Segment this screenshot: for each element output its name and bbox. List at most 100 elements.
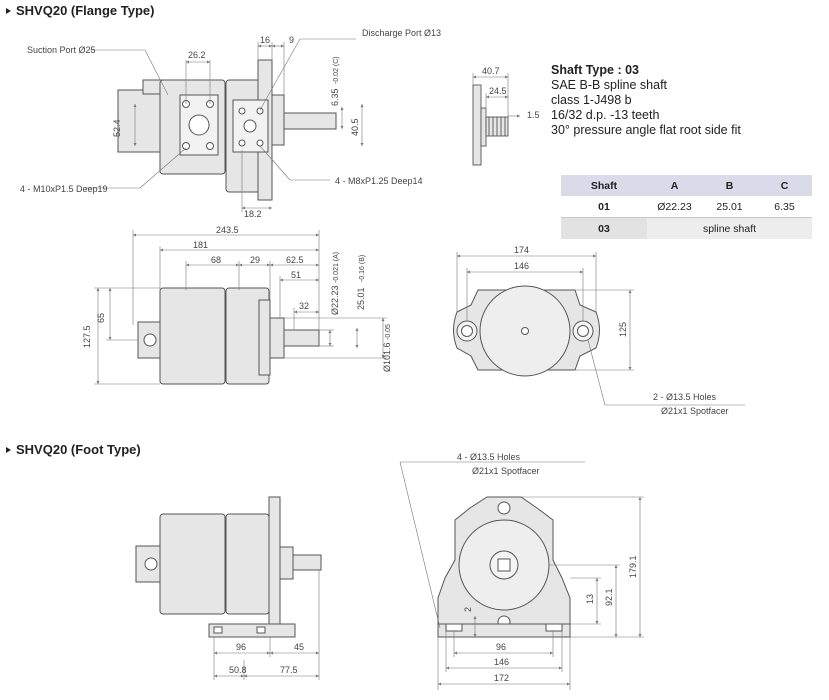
foot-side-labels: 96 45 50.8 77.5 <box>229 642 304 675</box>
table-header-cell: Shaft <box>561 175 647 196</box>
flange-side-dims <box>94 230 387 385</box>
table-cell: 01 <box>561 196 647 218</box>
shaft-note-line: class 1-J498 b <box>551 93 632 107</box>
dim-label: 1.5 <box>527 110 540 120</box>
flange-top-labels: Suction Port Ø25 Discharge Port Ø13 4 - … <box>20 28 441 219</box>
foot-side-body-front <box>225 513 270 615</box>
shaft-detail-pilot <box>480 107 487 147</box>
dim-label: -0.02 (C) <box>333 56 340 84</box>
dim-label: 127.5 <box>82 325 92 348</box>
spotfacer-label: Ø21x1 Spotfacer <box>661 406 729 416</box>
flange-title-text: SHVQ20 (Flange Type) <box>16 3 155 18</box>
dim-label: 40.7 <box>482 66 500 76</box>
table-cell: 03 <box>561 217 647 239</box>
foot-title-text: SHVQ20 (Foot Type) <box>16 442 141 457</box>
front-shaft-end <box>521 327 529 335</box>
foot-side-shaft <box>292 554 322 571</box>
flange-front-labels: 174 146 125 2 - Ø13.5 Holes Ø21x1 Spotfa… <box>514 245 729 416</box>
table-header-cell: B <box>702 175 757 196</box>
side-boss <box>137 321 163 359</box>
flange-top-dims <box>85 38 364 212</box>
foot-side-pilot <box>279 546 294 580</box>
foot-front-view <box>437 496 571 638</box>
dim-label: 77.5 <box>280 665 298 675</box>
dim-label: 174 <box>514 245 529 255</box>
foot-side-boss-hole <box>144 557 158 571</box>
dim-label: 26.2 <box>188 50 206 60</box>
holes-label: 4 - Ø13.5 Holes <box>457 452 521 462</box>
mount-hole-left <box>461 325 473 337</box>
suction-port-label: Suction Port Ø25 <box>27 45 96 55</box>
foot-side-base <box>208 623 296 638</box>
side-boss-hole <box>143 333 157 347</box>
table-cell: spline shaft <box>647 217 812 239</box>
dim-label: Ø101.6 <box>382 342 392 372</box>
dim-label: 2 <box>463 607 473 612</box>
foot-front-shaft-key <box>497 558 511 572</box>
dim-label: 62.5 <box>286 255 304 265</box>
dim-label: 32 <box>299 301 309 311</box>
dim-label: Ø22.23 <box>330 285 340 315</box>
dim-label: 125 <box>618 322 628 337</box>
dim-label: 172 <box>494 673 509 683</box>
dim-label: 13 <box>585 594 595 604</box>
side-flange <box>258 299 271 376</box>
shaft-detail-flange <box>472 84 482 166</box>
shaft-top <box>283 112 337 130</box>
dim-label: -0.021 (A) <box>333 252 340 283</box>
dim-label: 243.5 <box>216 225 239 235</box>
flange-side-labels: 243.5 181 68 29 62.5 51 32 65 127.5 Ø22.… <box>82 225 392 372</box>
flange-type-title: SHVQ20 (Flange Type) <box>6 3 154 18</box>
table-header-row: Shaft A B C <box>561 175 812 196</box>
table-cell: Ø22.23 <box>647 196 702 218</box>
shaft-detail <box>472 84 509 166</box>
foot-front-dims <box>399 461 644 690</box>
tap-m10-label: 4 - M10xP1.5 Deep19 <box>20 184 108 194</box>
dim-label: 40.5 <box>350 118 360 136</box>
dim-label: -0.16 (B) <box>359 255 366 282</box>
dim-label: 179.1 <box>628 555 638 578</box>
foot-side-flange <box>268 496 281 638</box>
dim-label: 181 <box>193 240 208 250</box>
foot-side-dims <box>213 570 320 680</box>
dim-label: 16 <box>260 35 270 45</box>
dim-label: 68 <box>211 255 221 265</box>
dim-label: 52.4 <box>112 119 122 137</box>
table-row: 03 spline shaft <box>561 217 812 239</box>
dim-label: 146 <box>514 261 529 271</box>
foot-side-body-rear <box>159 513 226 615</box>
dim-label: 50.8 <box>229 665 247 675</box>
dim-label: -0.05 <box>385 324 392 340</box>
flange-front-dims <box>456 252 745 406</box>
dim-label: 24.5 <box>489 86 507 96</box>
tap-m8-label: 4 - M8xP1.25 Deep14 <box>335 176 423 186</box>
dim-label: 9 <box>289 35 294 45</box>
table-cell: 6.35 <box>757 196 812 218</box>
foot-mount-hole-top <box>497 501 511 515</box>
shaft-type-note: Shaft Type : 03 SAE B-B spline shaft cla… <box>551 63 741 138</box>
dim-label: 96 <box>236 642 246 652</box>
foot-side-view <box>135 496 322 638</box>
shaft-note-line: 30° pressure angle flat root side fit <box>551 123 741 137</box>
discharge-port-bore <box>243 119 257 133</box>
suction-port-bore <box>188 114 210 136</box>
dim-label: 25.01 <box>356 287 366 310</box>
mount-hole-right <box>577 325 589 337</box>
foot-front-labels: 96 146 172 2 13 92.1 179.1 4 - Ø13.5 Hol… <box>457 452 638 683</box>
foot-front-base <box>437 623 571 638</box>
bullet-triangle-icon <box>6 446 11 453</box>
foot-type-title: SHVQ20 (Foot Type) <box>6 442 141 457</box>
dim-label: 45 <box>294 642 304 652</box>
bullet-triangle-icon <box>6 7 11 14</box>
side-body-rear <box>159 287 226 385</box>
side-pilot <box>269 317 285 359</box>
dim-label: 96 <box>496 642 506 652</box>
dim-label: 29 <box>250 255 260 265</box>
shaft-type-heading: Shaft Type : 03 <box>551 63 639 77</box>
table-row: 01 Ø22.23 25.01 6.35 <box>561 196 812 218</box>
table-cell: 25.01 <box>702 196 757 218</box>
discharge-port-label: Discharge Port Ø13 <box>362 28 441 38</box>
dim-label: 18.2 <box>244 209 262 219</box>
side-shaft <box>283 329 320 347</box>
shaft-detail-dims <box>472 73 520 118</box>
